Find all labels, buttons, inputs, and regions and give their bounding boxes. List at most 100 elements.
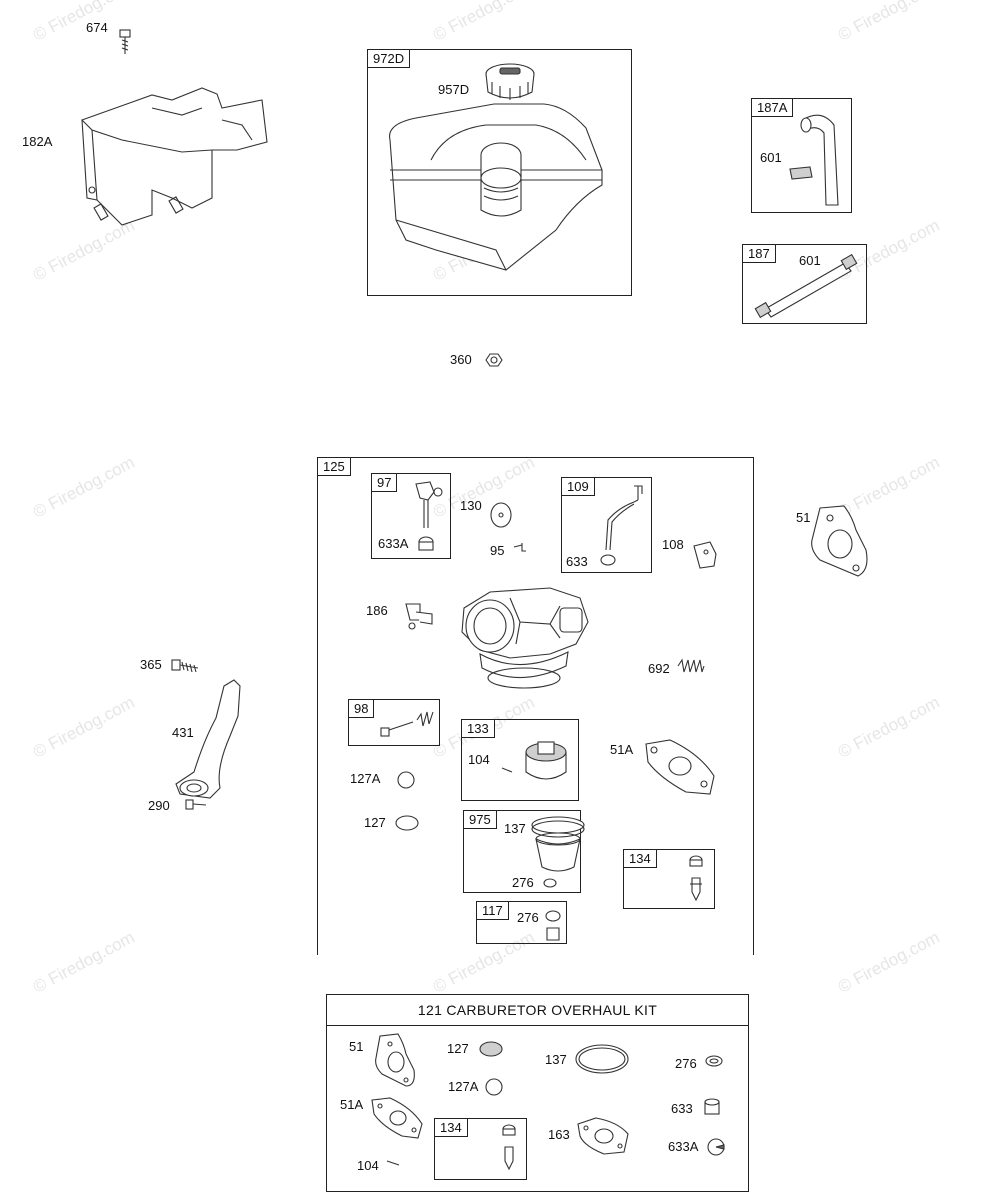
kit-box-134: 134 [434, 1118, 527, 1180]
assembly-box-134: 134 [623, 849, 715, 909]
float-drawing [501, 741, 567, 780]
assembly-box-117: 117 276 [476, 901, 567, 944]
part-label-104: 104 [468, 752, 490, 767]
gasket-51-drawing [811, 505, 868, 577]
assembly-tag-109: 109 [561, 477, 595, 496]
assembly-tag-97: 97 [371, 473, 398, 492]
assembly-tag-125: 125 [317, 457, 351, 476]
welch-plug-127-drawing [395, 815, 419, 831]
assembly-tag-972d: 972D [367, 49, 411, 68]
watermark: © Firedog.com [30, 452, 138, 522]
kit-gasket-51a-drawing [371, 1097, 423, 1139]
bolt-674-drawing [119, 29, 131, 54]
watermark: © Firedog.com [430, 0, 538, 45]
assembly-tag-134: 134 [623, 849, 657, 868]
watermark: © Firedog.com [30, 692, 138, 762]
watermark: © Firedog.com [835, 692, 943, 762]
part-label-957d: 957D [438, 82, 470, 97]
idle-screw-drawing [380, 711, 434, 737]
assembly-tag-98: 98 [348, 699, 375, 718]
part-label-674: 674 [86, 20, 108, 35]
kit-seat-633a-drawing [707, 1138, 725, 1156]
kit-welch-plug-127a-drawing [485, 1078, 503, 1096]
bracket-182a-drawing [80, 87, 268, 226]
spring-692-drawing [677, 658, 705, 673]
kit-seat-633-drawing [704, 1098, 720, 1115]
part-label-431: 431 [172, 725, 194, 740]
kit-pin-104-drawing [386, 1160, 400, 1166]
watermark: © Firedog.com [30, 927, 138, 997]
assembly-tag-975: 975 [463, 810, 497, 829]
part-label-51a: 51A [610, 742, 634, 757]
part-label-137: 137 [504, 821, 526, 836]
part-label-633: 633 [566, 554, 588, 569]
assembly-tag-117: 117 [476, 901, 509, 920]
kit-label-127a: 127A [448, 1079, 479, 1094]
kit-label-51a: 51A [340, 1097, 364, 1112]
part-label-130: 130 [460, 498, 482, 513]
kit-inlet-needle-drawing [502, 1124, 516, 1171]
fuel-line-drawing [754, 253, 858, 319]
assembly-box-133: 133 104 [461, 719, 579, 801]
throttle-plate-drawing [490, 502, 512, 528]
part-label-108: 108 [662, 537, 684, 552]
assembly-box-187: 187 601 [742, 244, 867, 324]
kit-welch-plug-127-drawing [479, 1041, 503, 1057]
watermark: © Firedog.com [835, 0, 943, 45]
kit-label-276: 276 [675, 1056, 697, 1071]
gasket-51a-drawing [645, 739, 715, 795]
part-label-360: 360 [450, 352, 472, 367]
assembly-box-98: 98 [348, 699, 440, 746]
part-label-601: 601 [760, 150, 782, 165]
overhaul-kit-box: 121 CARBURETOR OVERHAUL KIT [326, 994, 749, 1192]
part-label-276: 276 [517, 910, 539, 925]
kit-label-127: 127 [447, 1041, 469, 1056]
kit-label-163: 163 [548, 1127, 570, 1142]
bolt-290-drawing [185, 799, 207, 810]
part-label-51: 51 [796, 510, 811, 525]
fitting-186-drawing [405, 603, 433, 630]
kit-washer-276-drawing [705, 1055, 723, 1067]
kit-label-633a: 633A [668, 1139, 699, 1154]
intake-elbow-431-drawing [175, 679, 241, 799]
kit-tag-134: 134 [434, 1118, 468, 1137]
assembly-box-125: 125 [317, 457, 754, 955]
part-label-127a: 127A [350, 771, 381, 786]
part-label-186: 186 [366, 603, 388, 618]
fuel-tank-drawing [388, 103, 603, 271]
kit-box-134-bottom [434, 1179, 527, 1180]
choke-plate-drawing [693, 541, 717, 569]
kit-label-104: 104 [357, 1158, 379, 1173]
kit-label-633: 633 [671, 1101, 693, 1116]
assembly-box-972d: 972D 957D [367, 49, 632, 296]
nut-360-drawing [485, 353, 503, 367]
fuel-cap-957d-drawing [485, 63, 535, 100]
assembly-tag-187: 187 [742, 244, 776, 263]
assembly-box-97: 97 633A [371, 473, 451, 559]
float-bowl-drawing [531, 816, 585, 888]
assembly-tag-133: 133 [461, 719, 495, 738]
stud-365-drawing [171, 659, 199, 673]
assembly-box-975: 975 137 276 [463, 810, 585, 893]
kit-gasket-51-drawing [375, 1033, 415, 1087]
carburetor-body-drawing [461, 587, 589, 689]
part-label-276: 276 [512, 875, 534, 890]
part-label-365: 365 [140, 657, 162, 672]
watermark: © Firedog.com [835, 927, 943, 997]
part-label-290: 290 [148, 798, 170, 813]
screw-95-drawing [513, 543, 526, 552]
assembly-box-187a: 187A 601 [751, 98, 852, 213]
assembly-tag-187a: 187A [751, 98, 794, 117]
part-label-692: 692 [648, 661, 670, 676]
part-label-182a: 182A [22, 134, 53, 149]
throttle-shaft-drawing [415, 481, 443, 551]
welch-plug-127a-drawing [397, 771, 415, 789]
assembly-box-109: 109 633 [561, 477, 652, 573]
choke-shaft-drawing [600, 485, 643, 566]
kit-oring-137-drawing [575, 1044, 629, 1074]
inlet-needle-drawing [689, 855, 703, 902]
part-label-127: 127 [364, 815, 386, 830]
bowl-nut-drawing [545, 910, 561, 941]
kit-label-137: 137 [545, 1052, 567, 1067]
part-label-95: 95 [490, 543, 505, 558]
